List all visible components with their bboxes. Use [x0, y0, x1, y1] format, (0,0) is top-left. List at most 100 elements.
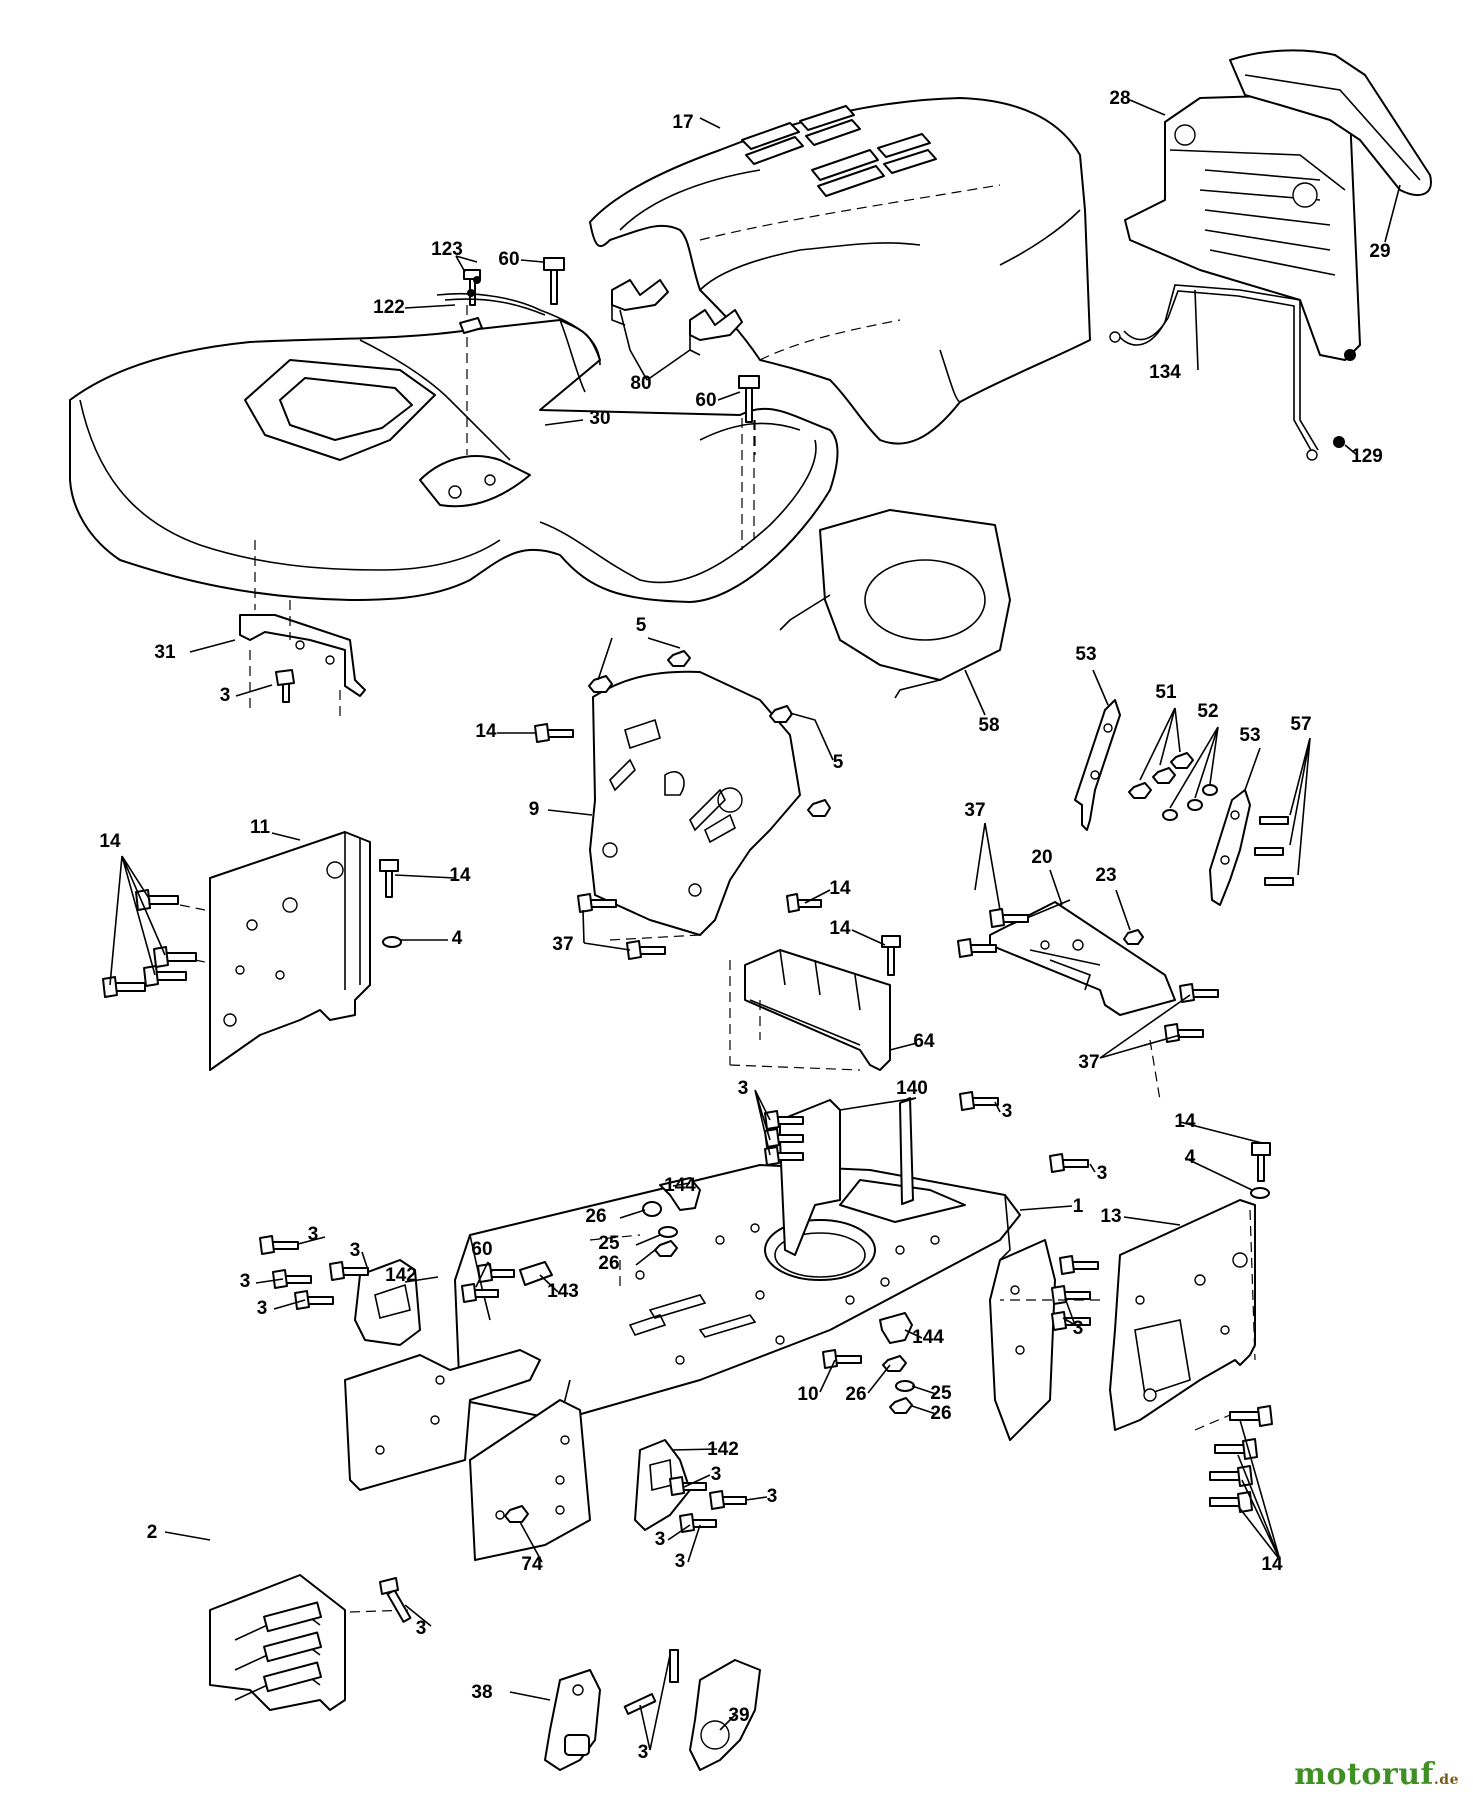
part-label-23: 23 [1095, 865, 1116, 886]
bracket-2 [209, 1574, 412, 1711]
part-label-60: 60 [471, 1239, 492, 1260]
part-label-2: 2 [147, 1522, 158, 1543]
lift-arm-38 [544, 1669, 657, 1771]
part-label-14: 14 [475, 721, 497, 742]
part-label-38: 38 [471, 1682, 492, 1703]
part-label-60: 60 [695, 390, 716, 411]
part-label-4: 4 [1185, 1147, 1196, 1168]
part-label-74: 74 [521, 1554, 543, 1575]
part-label-122: 122 [373, 297, 405, 318]
part-label-3: 3 [638, 1742, 649, 1763]
part-label-3: 3 [711, 1464, 722, 1485]
part-label-14: 14 [1261, 1554, 1283, 1575]
dash-panel-9 [589, 670, 801, 936]
hood-grille [741, 105, 937, 197]
part-label-3: 3 [416, 1618, 427, 1639]
frame-rear-right [989, 1239, 1056, 1441]
part-label-3: 3 [675, 1551, 686, 1572]
part-label-39: 39 [728, 1705, 749, 1726]
watermark-suffix: .de [1433, 1772, 1459, 1788]
side-panel-13 [1109, 1142, 1273, 1513]
part-label-5: 5 [636, 615, 647, 636]
side-panel-11 [209, 831, 371, 1071]
main-frame-1 [454, 1164, 1021, 1421]
seat-plate-20 [957, 899, 1219, 1043]
part-label-11: 11 [250, 817, 271, 838]
part-label-3: 3 [308, 1224, 319, 1245]
part-label-25: 25 [930, 1383, 952, 1404]
part-label-20: 20 [1031, 847, 1052, 868]
bracket-31 [239, 614, 366, 720]
part-label-53: 53 [1239, 725, 1260, 746]
nuts-5 [588, 650, 831, 817]
brackets-53 [1074, 699, 1294, 906]
grille-cap-29 [1229, 49, 1432, 196]
part-label-26: 26 [845, 1384, 866, 1405]
part-label-26: 26 [585, 1206, 606, 1227]
part-label-144: 144 [912, 1327, 944, 1348]
part-label-53: 53 [1075, 644, 1096, 665]
part-label-29: 29 [1369, 241, 1390, 262]
part-label-9: 9 [529, 799, 540, 820]
part-label-25: 25 [598, 1233, 620, 1254]
part-label-129: 129 [1351, 446, 1383, 467]
part-label-14: 14 [99, 831, 121, 852]
part-label-142: 142 [385, 1265, 417, 1286]
part-label-4: 4 [452, 928, 463, 949]
bolts-14-left [102, 859, 402, 998]
part-label-13: 13 [1100, 1206, 1121, 1227]
part-label-3: 3 [350, 1240, 361, 1261]
part-label-37: 37 [1078, 1052, 1099, 1073]
fender-hardware [436, 257, 760, 423]
part-label-80: 80 [630, 373, 651, 394]
part-label-51: 51 [1155, 682, 1177, 703]
part-label-60: 60 [498, 249, 519, 270]
part-label-28: 28 [1109, 88, 1130, 109]
hood-rest-64 [729, 893, 901, 1071]
front-grille-28 [1124, 94, 1361, 361]
frame-side-plate-left [344, 1349, 541, 1491]
dash-pads-80 [611, 279, 743, 356]
part-label-123: 123 [431, 239, 463, 260]
part-label-3: 3 [1097, 1163, 1108, 1184]
assembly-lines [254, 420, 1256, 1361]
hood-17 [589, 97, 1091, 445]
bolts-37-dash [534, 723, 666, 960]
bracket-142-right [634, 1439, 691, 1531]
bolts-3-frame [259, 1091, 1099, 1533]
part-label-14: 14 [1174, 1111, 1196, 1132]
wire-bracket-134 [1109, 284, 1345, 461]
part-label-37: 37 [964, 800, 985, 821]
part-label-52: 52 [1197, 701, 1218, 722]
part-label-58: 58 [978, 715, 999, 736]
part-label-3: 3 [1073, 1318, 1084, 1339]
part-label-14: 14 [829, 918, 851, 939]
battery-tray-58 [779, 509, 1011, 699]
watermark-brand: motoruf [1294, 1757, 1434, 1792]
bracket-142-left [354, 1259, 421, 1346]
part-label-26: 26 [598, 1253, 619, 1274]
part-label-134: 134 [1149, 362, 1181, 383]
fender-30 [69, 305, 839, 603]
part-label-14: 14 [829, 878, 851, 899]
watermark-logo: motoruf.de [1294, 1757, 1459, 1792]
leader-lines [109, 99, 1401, 1751]
part-label-3: 3 [1002, 1101, 1013, 1122]
part-label-10: 10 [797, 1384, 818, 1405]
part-label-26: 26 [930, 1403, 951, 1424]
part-label-3: 3 [240, 1271, 251, 1292]
part-label-1: 1 [1073, 1196, 1084, 1217]
frame-side-plate-center [469, 1399, 591, 1561]
part-label-3: 3 [655, 1529, 666, 1550]
part-label-30: 30 [589, 408, 610, 429]
part-label-3: 3 [220, 685, 231, 706]
part-label-143: 143 [547, 1281, 579, 1302]
part-label-140: 140 [896, 1078, 928, 1099]
part-label-3: 3 [257, 1298, 268, 1319]
part-label-57: 57 [1290, 714, 1311, 735]
part-label-14: 14 [449, 865, 471, 886]
part-label-64: 64 [913, 1031, 935, 1052]
part-label-142: 142 [707, 1439, 739, 1460]
